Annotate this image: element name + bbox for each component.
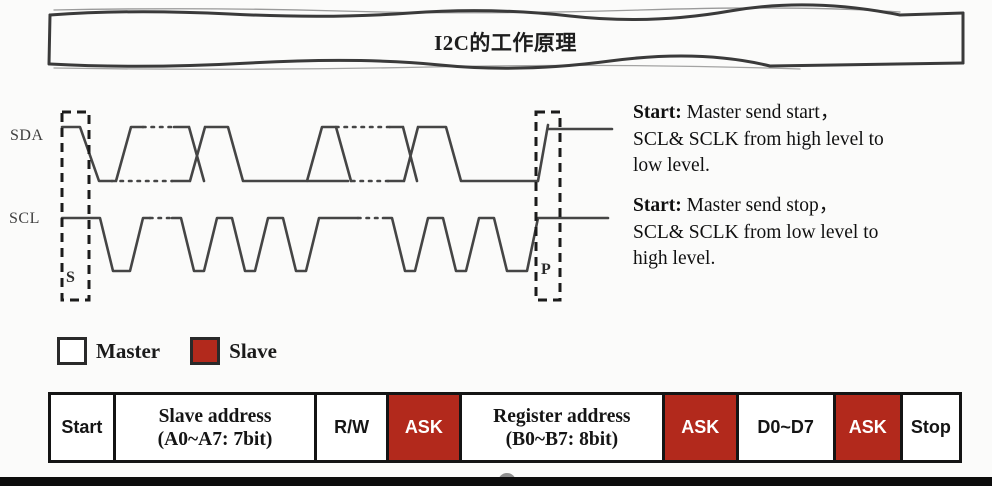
annotation-line: SCL& SCLK from high level to [633,128,884,150]
cell-sublabel: (A0~A7: 7bit) [157,428,273,450]
stop-marker-label: P [541,261,551,278]
annotation-lead: Start: [633,102,682,123]
start-marker-label: S [66,269,75,286]
bottom-black-bar [0,477,992,486]
cell-label: Register address [493,405,631,427]
table-cell-ask-1: ASK [386,395,459,460]
cell-label: Slave address [158,405,272,427]
cell-label: D0~D7 [757,417,814,437]
annotation-text: Master send start， [686,102,840,123]
i2c-frame-table: Start Slave address (A0~A7: 7bit) R/W AS… [48,392,962,463]
start-annotation: Start: Master send start， SCL& SCLK from… [633,100,985,180]
legend: Master Slave [57,337,277,365]
scl-signal-label: SCL [9,210,40,227]
annotation-lead: Start: [633,195,682,216]
annotation-text: Master send stop， [686,195,839,216]
annotation-line: Start: Master send stop， [633,193,985,220]
sda-waveform [60,123,614,183]
cell-label: ASK [681,417,720,437]
stop-condition-box [534,110,562,302]
annotation-line: high level. [633,248,716,269]
table-cell-slave-address: Slave address (A0~A7: 7bit) [112,395,315,460]
table-cell-start: Start [51,395,113,460]
sda-signal-label: SDA [10,127,44,144]
start-condition-box [60,110,91,302]
annotation-line: low level. [633,155,710,176]
table-cell-data: D0~D7 [735,395,833,460]
annotation-line: SCL& SCLK from low level to [633,221,879,243]
slave-legend-label: Slave [229,338,277,363]
table-cell-stop: Stop [899,395,959,460]
table-cell-ask-2: ASK [662,395,736,460]
table-cell-rw: R/W [314,395,386,460]
table-cell-ask-3: ASK [832,395,900,460]
cell-label: ASK [848,417,887,437]
cell-sublabel: (B0~B7: 8bit) [505,428,619,450]
cell-label: R/W [334,417,370,437]
page-title: I2C的工作原理 [434,31,577,55]
master-legend-swatch [57,337,87,365]
banner-border [47,3,965,70]
cell-label: Start [61,417,103,437]
table-cell-register-address: Register address (B0~B7: 8bit) [458,395,662,460]
scl-waveform [60,216,610,273]
stop-annotation: Start: Master send stop， SCL& SCLK from … [633,193,985,273]
cell-label: Stop [910,417,951,437]
annotation-line: Start: Master send start， [633,100,985,127]
slave-legend-swatch [190,337,221,365]
cell-label: ASK [404,417,443,437]
master-legend-label: Master [96,338,161,363]
